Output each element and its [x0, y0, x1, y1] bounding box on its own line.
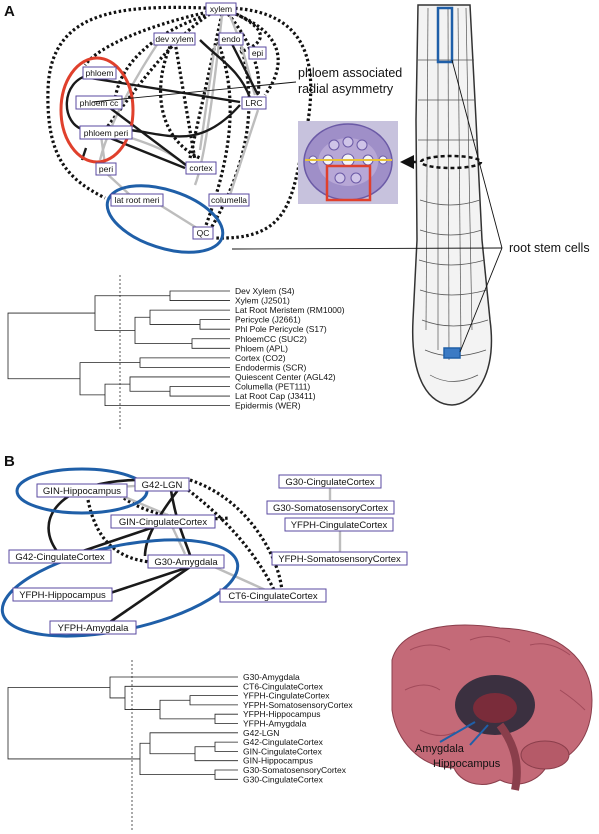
node-g30-amygdala: G30-Amygdala: [154, 557, 218, 568]
stem-cell-blue-circle: [105, 184, 225, 254]
dendrogram-branch: [189, 695, 238, 706]
dendrogram-b: G30-AmygdalaCT6-CingulateCortexYFPH-Cing…: [7, 672, 353, 784]
dendrogram-branch: [139, 742, 215, 776]
dendrogram-leaf-label: Lat Root Cap (J3411): [235, 391, 316, 401]
annotation-pointer-line: [91, 81, 297, 103]
node-g30-cingulatecortex: G30-CingulateCortex: [285, 477, 374, 488]
dendrogram-branch: [149, 309, 230, 325]
node-dev-xylem: dev xylem: [155, 34, 193, 44]
panel-b-label: B: [4, 453, 15, 470]
node-phloem-cc: phloem cc: [80, 98, 119, 108]
dendrogram-branch: [191, 338, 230, 349]
node-ct6-cingulatecortex: CT6-CingulateCortex: [228, 591, 317, 602]
amygdala-label: Amygdala: [415, 743, 465, 755]
dendrogram-branch: [169, 290, 230, 301]
annotation-line-1: phloem associated: [298, 66, 402, 80]
dendrogram-branch: [139, 357, 230, 368]
panel-b-gray-edges: [99, 482, 342, 594]
node-lat-root-meri: lat root meri: [115, 195, 160, 205]
dendrogram-leaf-label: CT6-CingulateCortex: [243, 681, 324, 691]
dendrogram-leaf-label: G30-CingulateCortex: [243, 774, 324, 784]
dendrogram-leaf-label: Quiescent Center (AGL42): [235, 372, 336, 382]
node-peri: peri: [99, 164, 113, 174]
dendrogram-branch: [169, 386, 230, 397]
dendrogram-leaf-label: YFPH-SomatosensoryCortex: [243, 700, 353, 710]
dendrogram-leaf-label: G30-SomatosensoryCortex: [243, 765, 347, 775]
dendrogram-branch: [149, 732, 238, 755]
node-cortex: cortex: [189, 163, 213, 173]
annotation-line-2: radial asymmetry: [298, 82, 394, 96]
dendrogram-branch: [159, 699, 215, 720]
dendrogram-branch: [214, 713, 238, 724]
dendrogram-branch: [104, 383, 230, 406]
node-phloem-peri: phloem peri: [84, 128, 129, 138]
dendrogram-branch: [134, 316, 192, 344]
dendrogram-branch: [129, 376, 230, 392]
dendrogram-branch: [7, 312, 95, 380]
node-yfph-hippocampus: YFPH-Hippocampus: [19, 590, 106, 601]
node-g42-lgn: G42-LGN: [142, 480, 183, 491]
dendrogram-branch: [7, 687, 140, 760]
dendrogram-leaf-label: Phl Pole Pericycle (S17): [235, 324, 327, 334]
dendrogram-leaf-label: Phloem (APL): [235, 343, 288, 353]
node-g30-somatosensorycortex: G30-SomatosensoryCortex: [273, 503, 388, 514]
root-cross-section-image: [298, 121, 398, 204]
dendrogram-branch: [194, 746, 238, 762]
dendrogram-leaf-label: G30-Amygdala: [243, 672, 300, 682]
node-g42-cingulatecortex: G42-CingulateCortex: [15, 552, 104, 563]
brain-image: [391, 624, 593, 791]
node-yfph-cingulatecortex: YFPH-CingulateCortex: [291, 520, 388, 531]
panel-b-nodes: G42-LGN GIN-Hippocampus GIN-CingulateCor…: [8, 474, 408, 635]
node-phloem: phloem: [86, 68, 114, 78]
node-qc: QC: [197, 228, 210, 238]
dendrogram-leaf-label: GIN-CingulateCortex: [243, 746, 323, 756]
node-xylem: xylem: [210, 4, 232, 14]
dendrogram-branch: [214, 741, 238, 752]
dendrogram-leaf-label: Pericycle (J2661): [235, 315, 301, 325]
panel-a-label: A: [4, 3, 15, 20]
phloem-red-circle: [59, 56, 135, 164]
hippocampus-label: Hippocampus: [433, 758, 501, 770]
node-yfph-amygdala: YFPH-Amygdala: [58, 623, 129, 634]
node-gin-hippocampus: GIN-Hippocampus: [43, 486, 121, 497]
dendrogram-leaf-label: Dev Xylem (S4): [235, 286, 295, 296]
dendrogram-leaf-label: Xylem (J2501): [235, 296, 290, 306]
dendrogram-leaf-label: YFPH-CingulateCortex: [243, 691, 330, 701]
dendrogram-leaf-label: Lat Root Meristem (RM1000): [235, 305, 345, 315]
stem-cell-leader-lines: [231, 59, 503, 353]
dendrogram-branch: [79, 362, 140, 396]
dendrogram-leaf-label: Columella (PET111): [235, 382, 310, 392]
root-stem-cells-label: root stem cells: [509, 241, 590, 255]
node-columella: columella: [211, 195, 247, 205]
dendrogram-branch: [214, 769, 238, 780]
dendrogram-leaf-label: Epidermis (WER): [235, 401, 301, 411]
dendrogram-branch: [124, 685, 238, 710]
node-lrc: LRC: [245, 98, 262, 108]
dendrogram-branch: [199, 319, 230, 330]
dendrogram-leaf-label: Cortex (CO2): [235, 353, 286, 363]
dendrogram-a: Dev Xylem (S4)Xylem (J2501)Lat Root Meri…: [7, 286, 345, 411]
dendrogram-leaf-label: YFPH-Hippocampus: [243, 709, 320, 719]
dendrogram-branch: [94, 295, 170, 331]
dendrogram-leaf-label: GIN-Hippocampus: [243, 756, 313, 766]
dendrogram-branch: [109, 676, 238, 699]
node-endo: endo: [222, 34, 241, 44]
node-yfph-somatosensorycortex: YFPH-SomatosensoryCortex: [278, 554, 401, 565]
dendrogram-leaf-label: YFPH-Amygdala: [243, 719, 307, 729]
panel-a-nodes: xylem dev xylem endo epi phloem phloem c…: [75, 2, 267, 240]
dendrogram-leaf-label: Endodermis (SCR): [235, 362, 306, 372]
dendrogram-leaf-label: G42-CingulateCortex: [243, 737, 324, 747]
node-epi: epi: [252, 48, 263, 58]
panel-a-black-edges: [65, 39, 260, 170]
node-gin-cingulatecortex: GIN-CingulateCortex: [119, 517, 207, 528]
root-tip-image: [411, 4, 493, 406]
dendrogram-leaf-label: G42-LGN: [243, 728, 279, 738]
dendrogram-leaf-label: PhloemCC (SUC2): [235, 334, 307, 344]
